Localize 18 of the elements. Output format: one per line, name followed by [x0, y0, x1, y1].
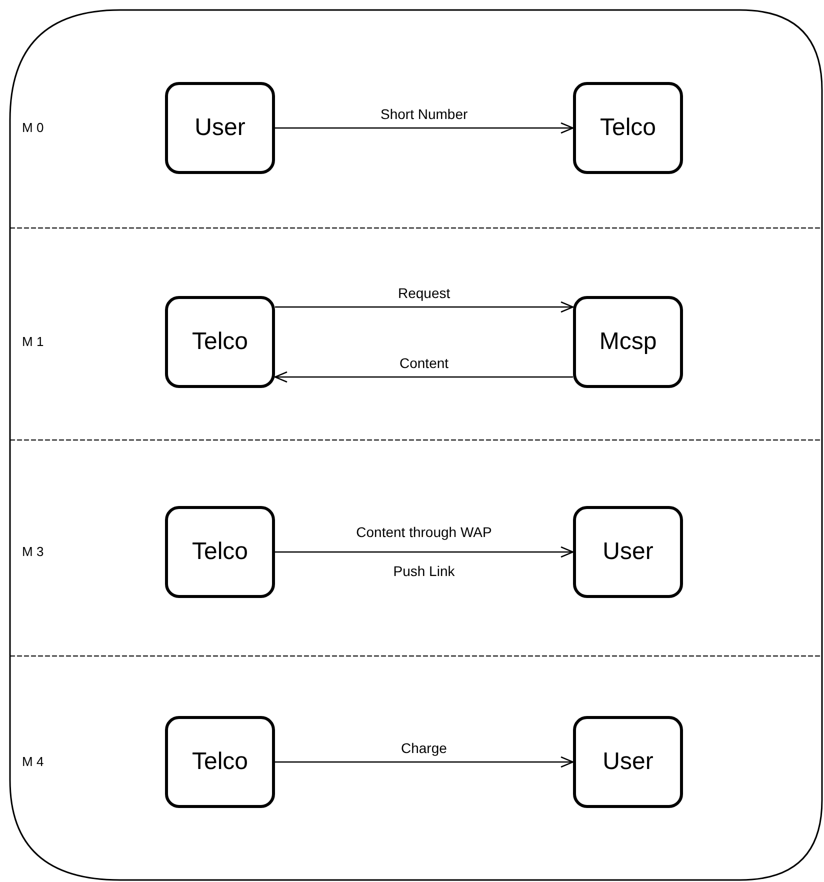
entity-box: User	[165, 82, 275, 174]
step-label: M 1	[22, 334, 44, 349]
arrow	[275, 301, 574, 313]
arrow	[274, 371, 573, 383]
entity-box: Telco	[165, 506, 275, 598]
entity-box: Telco	[573, 82, 683, 174]
entity-box: Telco	[165, 296, 275, 388]
arrow	[275, 546, 574, 558]
arrow	[275, 122, 574, 134]
arrow	[275, 756, 574, 768]
step-label: M 4	[22, 754, 44, 769]
entity-box: User	[573, 716, 683, 808]
entity-box: Mcsp	[573, 296, 683, 388]
edge-label: Content through WAP Push Link	[355, 523, 493, 581]
entity-box: User	[573, 506, 683, 598]
step-label: M 3	[22, 544, 44, 559]
step-label: M 0	[22, 120, 44, 135]
entity-box: Telco	[165, 716, 275, 808]
